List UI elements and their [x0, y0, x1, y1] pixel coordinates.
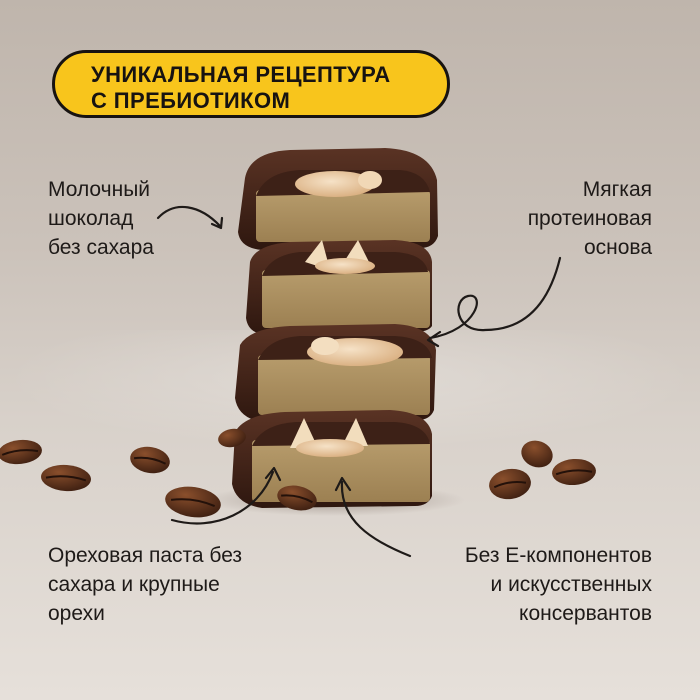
- coffee-beans: [0, 428, 596, 518]
- arrow-no-additives: [334, 476, 412, 558]
- recipe-badge: УНИКАЛЬНАЯ РЕЦЕПТУРА С ПРЕБИОТИКОМ: [52, 50, 450, 118]
- callout-protein-base: Мягкая протеиновая основа: [527, 178, 652, 259]
- bar-piece-top: [238, 148, 438, 250]
- callout-no-additives: Без Е-компонентов и искусственных консер…: [464, 544, 652, 625]
- arrow-protein-base: [426, 256, 562, 348]
- bar-piece-third: [235, 324, 436, 422]
- badge-line-1: УНИКАЛЬНАЯ РЕЦЕПТУРА: [91, 62, 391, 87]
- callout-chocolate: Молочный шоколад без сахара: [48, 178, 154, 259]
- callout-nut-paste: Ореховая паста без сахара и крупные орех…: [48, 544, 243, 625]
- badge-line-2: С ПРЕБИОТИКОМ: [91, 88, 291, 113]
- bar-piece-second: [246, 240, 432, 334]
- arrow-chocolate: [156, 205, 224, 230]
- arrow-nut-paste: [170, 466, 282, 525]
